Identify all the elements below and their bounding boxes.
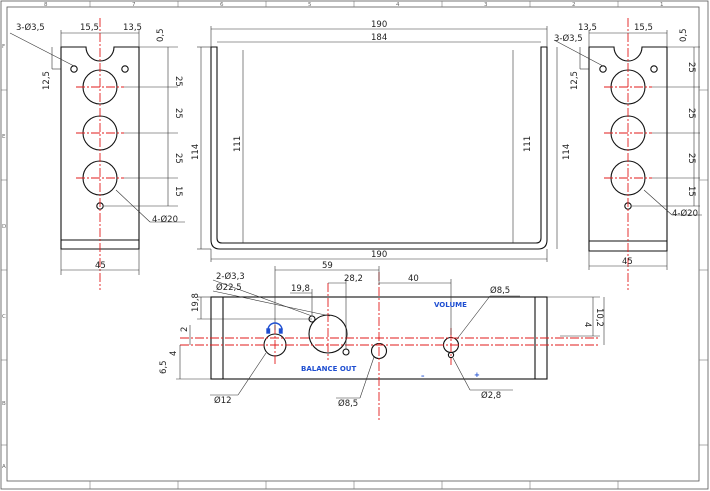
frame-row-label: A [2,464,6,470]
panel-holes-3-3-label: 2-Ø3,3 [216,271,245,282]
frame-row-label: F [2,44,5,50]
right-pitch-3: 25 [686,153,696,164]
panel-dim-2: 2 [180,327,190,332]
left-side-view: 3-Ø3,5 15,5 13,5 0,5 12,5 25 25 25 15 4-… [9,18,185,290]
right-pitch-1: 25 [686,62,696,73]
right-pitch-2: 25 [686,108,696,119]
u-inner-height-right: 111 [523,136,533,152]
balance-out-label: BALANCE OUT [301,365,356,373]
panel-dim-19-8-horizontal: 19,8 [291,284,310,294]
frame-row-label: C [2,314,6,320]
volume-plus-label: + [474,371,480,379]
panel-dim-40: 40 [408,274,419,284]
right-pitch-small: 15 [686,186,696,197]
front-panel-view: 59 40 28,2 19,8 19,8 2-Ø3,3 Ø22,5 Ø8,5 2… [159,261,605,420]
u-height: 114 [191,144,201,160]
frame-col-label: 2 [572,2,576,8]
panel-jack-diameter: Ø12 [214,395,232,406]
panel-dim-19-8-vertical: 19,8 [191,293,201,312]
left-dim-0-5: 0,5 [156,28,166,42]
frame-col-label: 4 [396,2,400,8]
frame-col-label: 1 [660,2,664,8]
panel-pot-diameter: Ø8,5 [490,285,510,296]
frame-row-label: E [2,134,6,140]
right-small-holes-label: 3-Ø3,5 [554,33,583,44]
left-pitch-2: 25 [173,108,183,119]
panel-dim-28-2: 28,2 [344,274,363,284]
left-pitch-3: 25 [173,153,183,164]
panel-middle-hole-diameter: Ø8,5 [338,398,358,409]
u-inner-width: 184 [371,33,387,43]
u-outer-width: 190 [371,20,387,30]
u-bottom-width: 190 [371,250,387,260]
u-channel-view: 190 184 114 111 111 114 190 [191,20,572,262]
left-dim-13-5: 13,5 [123,23,142,33]
left-big-holes-label: 4-Ø20 [152,214,178,225]
u-inner-height-left: 111 [233,136,243,152]
frame-col-label: 3 [484,2,488,8]
left-small-holes-label: 3-Ø3,5 [16,22,45,33]
right-side-view: 3-Ø3,5 13,5 15,5 0,5 12,5 25 25 25 15 4-… [553,18,702,290]
panel-dim-6-5: 6,5 [159,360,169,374]
right-dim-13-5: 13,5 [578,23,597,33]
panel-led-diameter: Ø2,8 [481,390,501,401]
panel-dim-59: 59 [322,261,333,271]
right-dim-15-5: 15,5 [634,23,653,33]
frame-row-label: B [2,401,6,407]
right-dim-12-5: 12,5 [570,71,580,90]
left-dim-12-5: 12,5 [42,71,52,90]
right-big-holes-label: 4-Ø20 [672,208,698,219]
right-width-dim: 45 [622,257,633,267]
panel-dim-4-right: 4 [582,322,592,327]
frame-row-label: D [2,224,6,230]
left-dim-15-5: 15,5 [80,23,99,33]
left-pitch-small: 15 [173,186,183,197]
panel-dim-10-2: 10,2 [594,308,604,327]
volume-minus-label: – [421,372,425,380]
panel-xlr-diameter: Ø22,5 [216,282,242,293]
left-width-dim: 45 [95,261,106,271]
frame-col-label: 5 [308,2,312,8]
right-dim-0-5: 0,5 [679,28,689,42]
u-height-right: 114 [562,144,572,160]
headphone-icon [266,322,283,334]
frame-col-label: 6 [220,2,224,8]
volume-label: VOLUME [434,301,467,309]
frame-col-label: 8 [44,2,48,8]
frame-col-label: 7 [132,2,136,8]
left-pitch-1: 25 [173,76,183,87]
panel-dim-4-left: 4 [169,351,179,356]
